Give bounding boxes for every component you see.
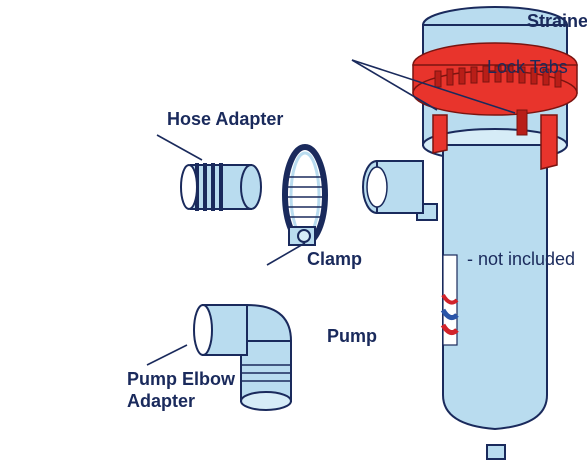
elbow-horizontal-end — [194, 305, 212, 355]
label-pump: Pump — [327, 326, 377, 346]
label-hose-adapter: Hose Adapter — [167, 109, 283, 129]
pump-outlet-hole — [367, 167, 387, 207]
label-clamp-note: - not included — [467, 249, 575, 269]
leader-elbow — [147, 345, 187, 365]
label-strainer: Strainer — [527, 11, 587, 31]
pump-cylinder — [443, 145, 547, 429]
lock-tab-mid — [517, 110, 527, 135]
clamp-screw-head — [298, 230, 310, 242]
label-pump-elbow-line2: Adapter — [127, 391, 195, 411]
hose-adapter — [181, 163, 261, 211]
hose-adapter-end-right — [181, 165, 197, 209]
pump-bottom-nub — [487, 445, 505, 459]
leader-hose-adapter — [157, 135, 202, 160]
lock-tab-right — [433, 115, 447, 153]
elbow-vertical-end — [241, 392, 291, 410]
hose-adapter-end-left — [241, 165, 261, 209]
label-lock-tabs: Lock Tabs — [487, 57, 568, 77]
clamp-band-inner — [291, 153, 319, 237]
pump-elbow-adapter — [194, 305, 291, 410]
clamp — [285, 147, 325, 245]
label-clamp: Clamp — [307, 249, 362, 269]
leader-clamp — [267, 243, 305, 265]
label-pump-elbow-line1: Pump Elbow — [127, 369, 236, 389]
lock-tab-left — [541, 115, 557, 169]
